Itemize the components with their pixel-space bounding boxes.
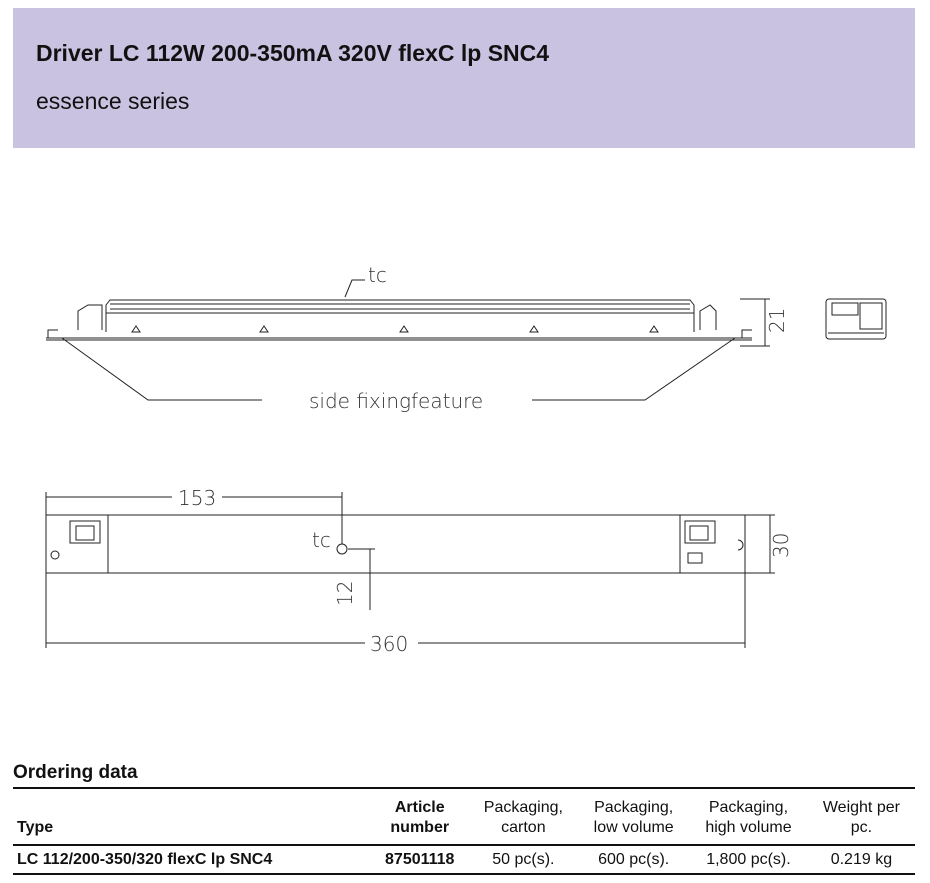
- side-fixing-label: side fixingfeature: [309, 389, 483, 413]
- col-low-volume: Packaging,low volume: [593, 799, 674, 836]
- cell-carton: 50 pc(s).: [492, 851, 555, 868]
- end-view: [825, 298, 887, 340]
- tc-label-top: tc: [312, 528, 331, 552]
- page-title: Driver LC 112W 200-350mA 320V flexC lp S…: [36, 40, 550, 66]
- top-view: [45, 492, 775, 648]
- header-band: [13, 8, 915, 148]
- length-dim: 360: [370, 632, 408, 656]
- cell-article: 87501118: [385, 851, 455, 868]
- tc-offset-dim: 153: [178, 486, 216, 510]
- cell-type: LC 112/200-350/320 flexC lp SNC4: [17, 851, 273, 868]
- col-high-volume: Packaging,high volume: [705, 799, 792, 836]
- tc-label-side: tc: [368, 263, 387, 287]
- side-view: [46, 279, 770, 401]
- cell-low: 600 pc(s).: [598, 851, 670, 868]
- width-dim: 30: [769, 533, 793, 558]
- cell-high: 1,800 pc(s).: [706, 851, 791, 868]
- col-carton: Packaging,carton: [483, 799, 563, 836]
- cell-weight: 0.219 kg: [830, 851, 893, 868]
- table-row: LC 112/200-350/320 flexC lp SNC4 8750111…: [13, 845, 915, 874]
- tc-position-dim: 12: [333, 581, 357, 606]
- page-subtitle: essence series: [36, 88, 190, 114]
- col-type: Type: [17, 819, 54, 836]
- height-dim: 21: [765, 308, 789, 333]
- divider: [13, 787, 915, 789]
- ordering-data-heading: Ordering data: [13, 762, 138, 783]
